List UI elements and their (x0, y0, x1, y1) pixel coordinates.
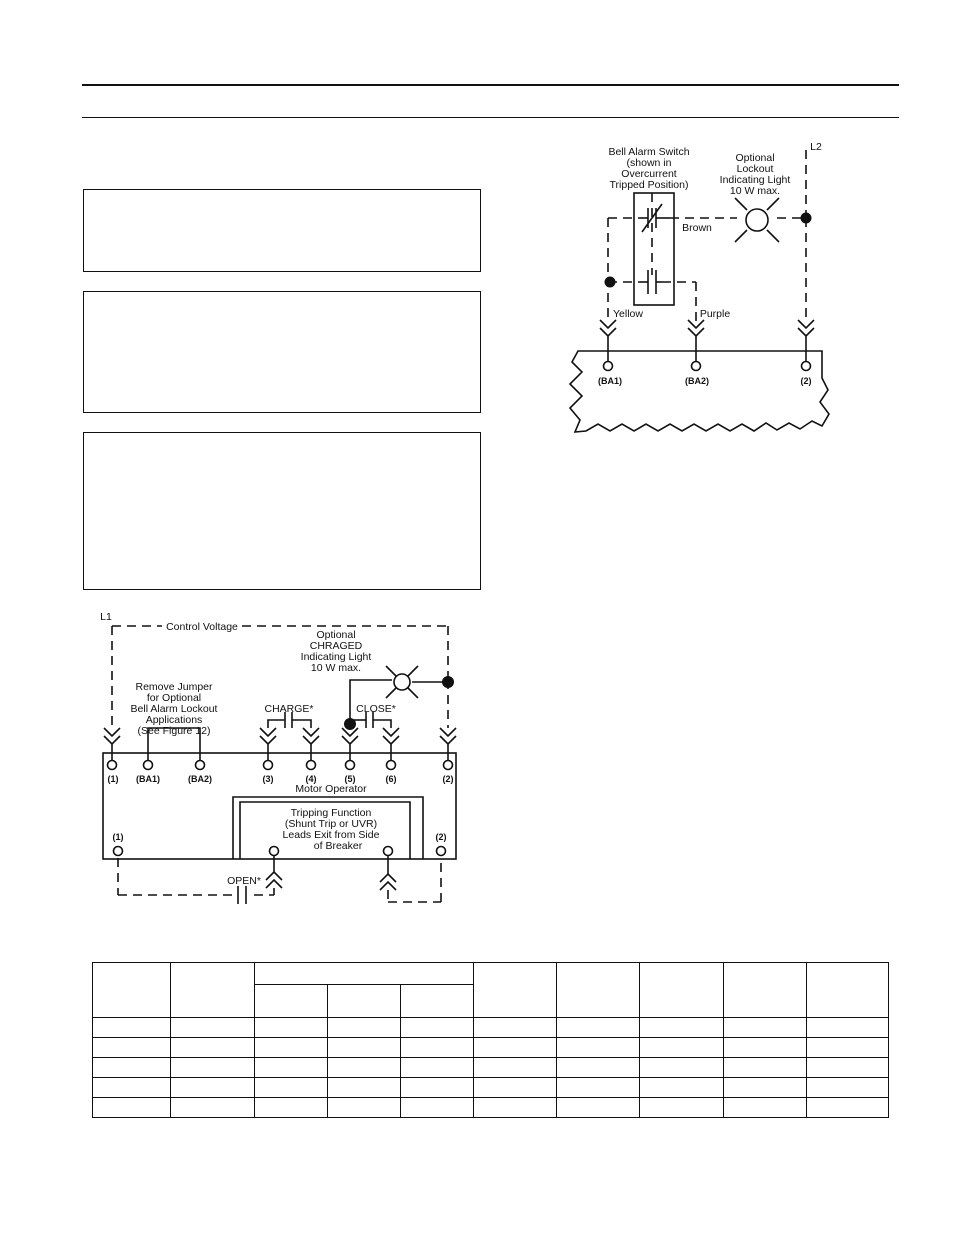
terminal-ba2: (BA2) (188, 774, 212, 784)
close-label: CLOSE* (356, 703, 396, 715)
control-voltage-label: Control Voltage (166, 621, 238, 633)
terminal-3: (3) (263, 774, 274, 784)
table-row (92, 1057, 890, 1078)
table-header-row (92, 962, 890, 1018)
l1-label: L1 (100, 611, 112, 623)
table-row (92, 1077, 890, 1098)
l2-label: L2 (810, 141, 822, 153)
charge-label: CHARGE* (264, 703, 313, 715)
header-cell (556, 962, 641, 1018)
terminal-1: (1) (108, 774, 119, 784)
purple-wire-label: Purple (700, 308, 731, 320)
terminal-ba1: (BA1) (598, 376, 622, 386)
bell-alarm-switch-line-3: Overcurrent (621, 168, 677, 180)
charged-light-line-4: 10 W max. (311, 662, 361, 674)
header-rule-bottom (82, 117, 899, 118)
header-cell (254, 984, 328, 1018)
header-cell (170, 962, 255, 1018)
header-cell (723, 962, 808, 1018)
tripping-function-line-1: Tripping Function (291, 807, 372, 819)
header-rule-top (82, 84, 899, 86)
header-cell (253, 962, 475, 985)
jumper-note-line-5: (See Figure 12) (138, 725, 211, 737)
header-cell (806, 962, 890, 1018)
bell-alarm-switch-line-1: Bell Alarm Switch (608, 146, 689, 158)
jumper-note-line-1: Remove Jumper (135, 681, 213, 693)
charged-light-line-3: Indicating Light (301, 651, 372, 663)
note-box-3 (83, 432, 481, 590)
header-cell (473, 962, 558, 1018)
charged-light-line-2: CHRAGED (310, 640, 363, 652)
note-box-1 (83, 189, 481, 272)
table-subheader-row (93, 984, 889, 1018)
jumper-note-line-3: Bell Alarm Lockout (131, 703, 218, 715)
lockout-light-line-4: 10 W max. (730, 185, 780, 197)
jumper-note-line-4: Applications (146, 714, 203, 726)
note-box-2 (83, 291, 481, 413)
terminal-2: (2) (801, 376, 812, 386)
header-cell (639, 962, 725, 1018)
jumper-note-line-2: for Optional (147, 692, 201, 704)
open-label: OPEN* (227, 875, 261, 887)
table-row (92, 1097, 890, 1118)
lower-terminal-2: (2) (436, 832, 447, 842)
charged-light-line-1: Optional (316, 629, 355, 641)
bell-alarm-switch-line-2: (shown in (627, 157, 672, 169)
brown-wire-label: Brown (682, 222, 712, 234)
header-cell (92, 962, 171, 1018)
bell-alarm-switch-line-4: Tripped Position) (610, 179, 689, 191)
tripping-function-line-2: (Shunt Trip or UVR) (285, 818, 377, 830)
tripping-function-line-4: of Breaker (314, 840, 363, 852)
lockout-light-line-2: Lockout (737, 163, 774, 175)
terminal-ba2: (BA2) (685, 376, 709, 386)
table-row (92, 1037, 890, 1058)
terminal-4: (4) (306, 774, 317, 784)
motor-operator-label: Motor Operator (295, 783, 367, 795)
terminal-ba1: (BA1) (136, 774, 160, 784)
terminal-6: (6) (386, 774, 397, 784)
table-row (92, 1017, 890, 1038)
header-cell (327, 984, 401, 1018)
header-cell (399, 984, 475, 1018)
lockout-light-line-1: Optional (735, 152, 774, 164)
lockout-light-line-3: Indicating Light (720, 174, 791, 186)
terminal-2: (2) (443, 774, 454, 784)
terminal-5: (5) (345, 774, 356, 784)
spec-table (92, 962, 890, 1118)
tripping-function-line-3: Leads Exit from Side (283, 829, 380, 841)
yellow-wire-label: Yellow (613, 308, 643, 320)
lower-terminal-1: (1) (113, 832, 124, 842)
